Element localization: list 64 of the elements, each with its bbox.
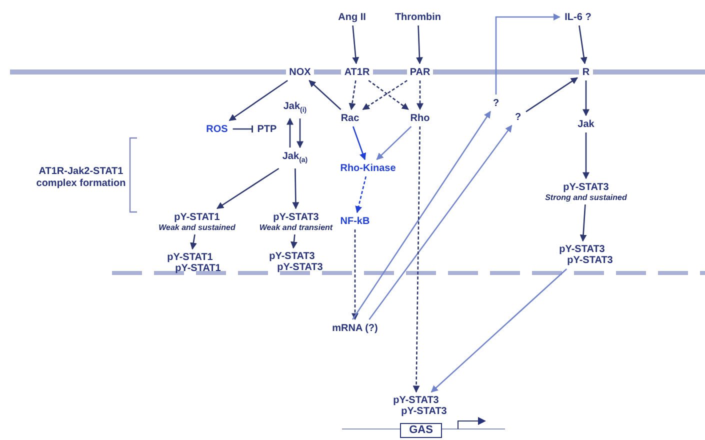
arrow: [308, 80, 342, 110]
arrow: [580, 204, 587, 242]
node-label: R: [582, 66, 590, 78]
node-label: mRNA (?): [332, 322, 378, 334]
arrow: [578, 25, 588, 64]
arrow: [286, 118, 294, 148]
node-label: Rho-Kinase: [340, 162, 396, 174]
node-label: ?: [492, 98, 500, 108]
node-label: PTP: [257, 124, 277, 134]
node-label: pY-STAT3: [272, 212, 320, 222]
arrow: [352, 126, 366, 160]
node-label: ROS: [206, 124, 228, 134]
node-label: AT1R: [344, 66, 370, 78]
arrow: [362, 80, 408, 110]
node-label: Jak$_{(a)}$: [282, 150, 308, 166]
arrow: [348, 80, 356, 110]
arrow: [416, 25, 423, 64]
node-label: ?: [514, 112, 522, 122]
arrow: [526, 77, 578, 112]
annotation-label: AT1R-Jak2-STAT1 complex formation: [35, 166, 127, 190]
gene-element-box: GAS: [400, 422, 442, 438]
arrow: [190, 234, 197, 250]
node-label: Rac: [340, 112, 360, 124]
node-label: Weak and transient: [259, 222, 333, 232]
protein-label: pY-STAT3: [268, 251, 316, 262]
protein-label: pY-STAT1: [175, 263, 221, 274]
arrow: [416, 80, 424, 110]
arrow: [582, 80, 590, 116]
protein-label: pY-STAT3: [567, 255, 613, 266]
arrow: [228, 80, 288, 122]
arrow: [430, 268, 568, 392]
inhibition-line: [232, 124, 253, 134]
arrow: [376, 126, 412, 160]
protein-label: pY-STAT3: [392, 395, 440, 406]
arrow: [368, 124, 512, 320]
arrow: [582, 132, 590, 180]
node-label: Jak: [578, 118, 594, 130]
arrow: [352, 110, 491, 320]
node-label: PAR: [410, 66, 430, 78]
arrow: [368, 80, 409, 110]
arrow: [412, 126, 421, 393]
node-label: NOX: [289, 66, 311, 78]
node-label: pY-STAT3: [562, 182, 610, 192]
arrow: [495, 14, 560, 94]
node-label: Strong and sustained: [545, 192, 627, 202]
arrow: [290, 234, 298, 249]
arrow: [292, 168, 300, 210]
protein-label: pY-STAT3: [558, 244, 606, 255]
protein-label: pY-STAT3: [277, 262, 323, 273]
arrow: [352, 230, 358, 320]
arrow: [355, 176, 367, 214]
node-label: IL-6 ?: [564, 12, 592, 22]
arrow: [352, 25, 360, 64]
protein-label: pY-STAT3: [401, 406, 447, 417]
node-label: Ang II: [338, 12, 366, 22]
arrow: [296, 118, 304, 148]
node-label: Rho: [410, 112, 430, 124]
node-label: Thrombin: [394, 12, 442, 22]
node-label: NF-kB: [340, 216, 370, 226]
arrow: [216, 168, 280, 210]
node-label: Jak$_{(i)}$: [283, 100, 307, 116]
node-label: pY-STAT1: [173, 212, 221, 222]
node-label: Weak and sustained: [158, 222, 236, 232]
protein-label: pY-STAT1: [166, 252, 214, 263]
